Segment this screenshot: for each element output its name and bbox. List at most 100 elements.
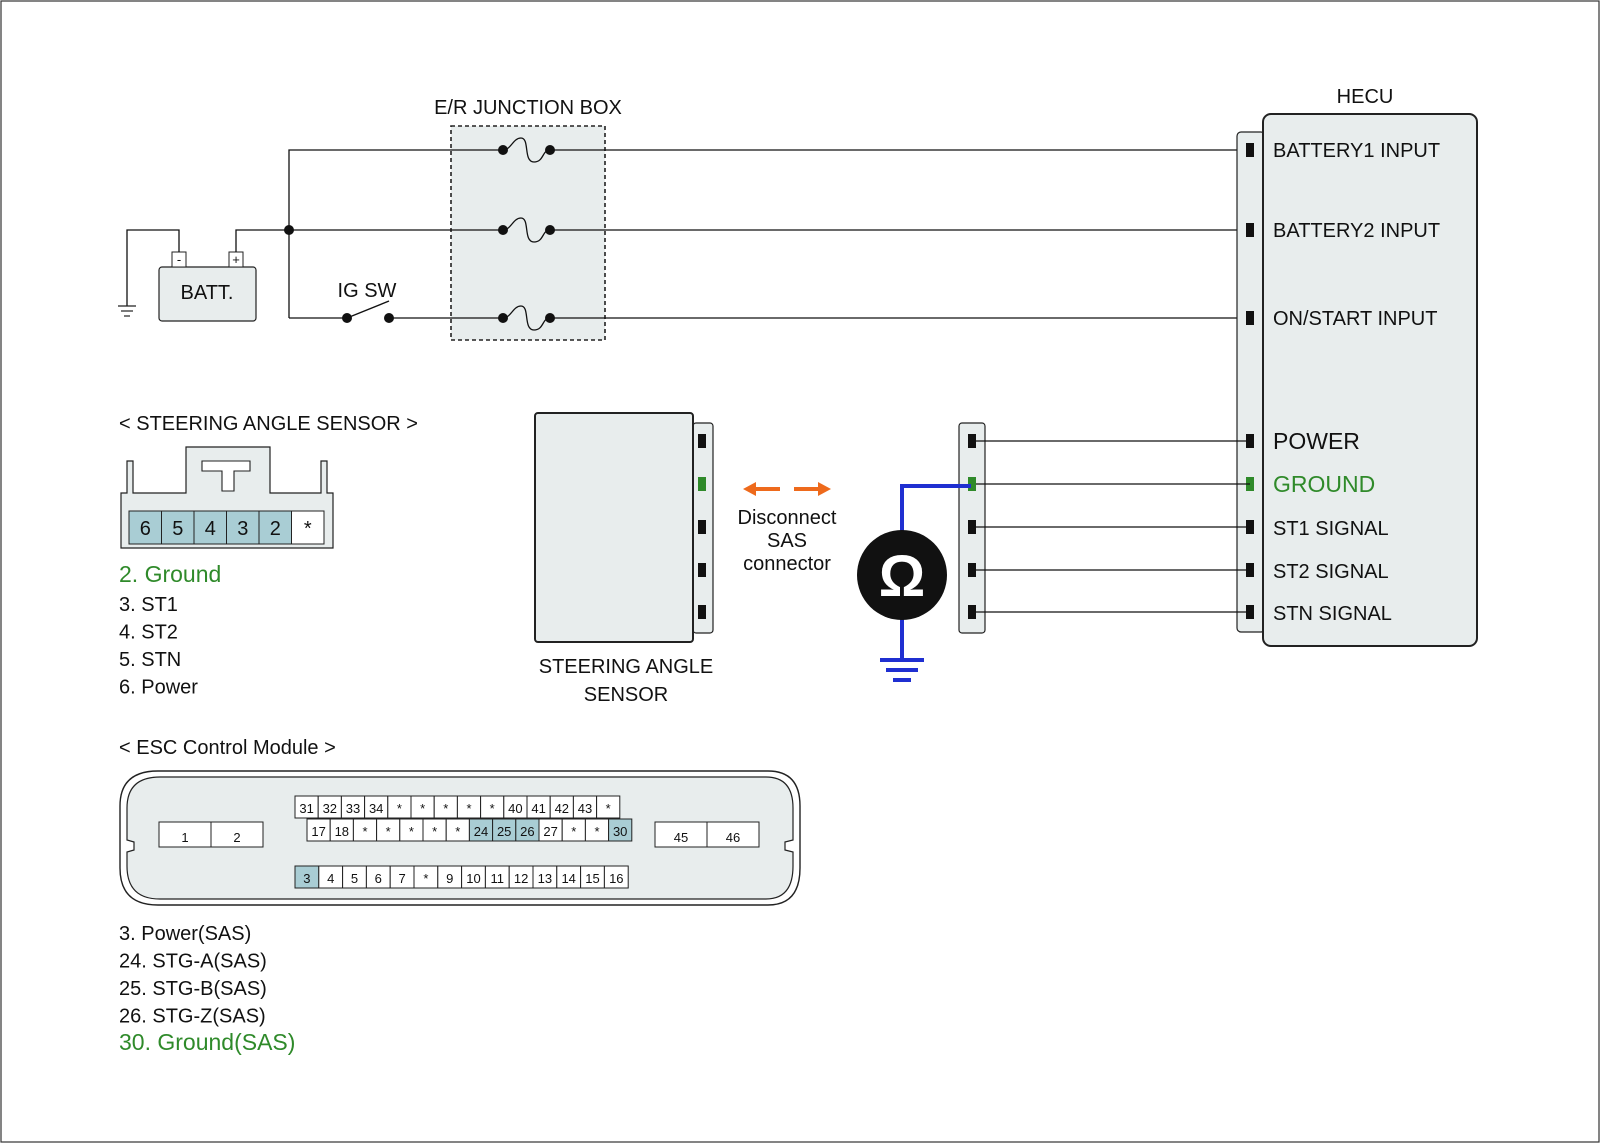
sas-pin-label: 2 — [270, 518, 281, 540]
esc-pin-label: 31 — [299, 801, 313, 816]
sensor-pin — [698, 605, 706, 619]
esc-pin-label: 2 — [233, 830, 240, 845]
hecu-pin — [1246, 311, 1254, 325]
fuse-icon — [502, 137, 551, 163]
hecu-input-label: BATTERY2 INPUT — [1273, 220, 1440, 242]
battery — [158, 266, 257, 322]
esc-pin-label: 43 — [578, 801, 592, 816]
fuse-group — [498, 137, 555, 331]
esc-pin-label: * — [397, 801, 402, 816]
esc-pin-label: 12 — [514, 871, 528, 886]
esc-pin-label: 18 — [335, 824, 349, 839]
sensor-pin — [698, 520, 706, 534]
disconnect-arrows-icon — [743, 482, 831, 496]
hecu-box — [1262, 113, 1478, 647]
esc-pin-label: 25 — [497, 824, 511, 839]
esc-pin-label: * — [423, 871, 428, 886]
sensor-label-line2: SENSOR — [584, 684, 668, 706]
fuse-icon — [502, 305, 551, 331]
esc-pin-label: 16 — [609, 871, 623, 886]
esc-pin-label: 46 — [726, 830, 740, 845]
sas-legend-item: 4. ST2 — [119, 622, 178, 644]
meter-ground-icon — [880, 658, 924, 682]
sas-pin-cell — [161, 510, 195, 545]
fuse-icon — [502, 217, 551, 243]
hecu-signal-label: GROUND — [1273, 471, 1375, 497]
sensor-pin-group — [698, 434, 706, 619]
hecu-signal-label: POWER — [1273, 428, 1360, 454]
esc-pin-label: 4 — [327, 871, 334, 886]
sas-legend-item: 3. ST1 — [119, 594, 178, 616]
hecu-signal-label: ST1 SIGNAL — [1273, 518, 1389, 540]
sas-pin-label: 4 — [205, 518, 216, 540]
sas-pin-cell — [226, 510, 260, 545]
esc-legend-item: 3. Power(SAS) — [119, 923, 251, 945]
esc-legend-item: 24. STG-A(SAS) — [119, 951, 267, 973]
esc-pin-label: 42 — [555, 801, 569, 816]
sas-pin-label: 3 — [237, 518, 248, 540]
esc-pin-label: 45 — [674, 830, 688, 845]
hecu-title: HECU — [1337, 86, 1394, 108]
esc-pin-label: * — [409, 824, 414, 839]
esc-pin-cell — [608, 818, 633, 842]
esc-pin-label: 3 — [303, 871, 310, 886]
esc-pin-label: 10 — [466, 871, 480, 886]
esc-pin-label: 9 — [446, 871, 453, 886]
sas-connector-title: < STEERING ANGLE SENSOR > — [119, 413, 418, 435]
junction-box — [450, 125, 606, 341]
hecu-signal-label: STN SIGNAL — [1273, 603, 1392, 625]
esc-legend-item: 25. STG-B(SAS) — [119, 978, 267, 1000]
esc-legend: 3. Power(SAS) 24. STG-A(SAS) 25. STG-B(SAS… — [119, 923, 295, 1055]
esc-pin-label: 11 — [491, 871, 505, 886]
sensor-label-line1: STEERING ANGLE — [539, 656, 714, 678]
sas-pin-cell — [258, 510, 292, 545]
esc-pin-cell — [596, 795, 621, 819]
esc-pin-label: 5 — [351, 871, 358, 886]
harness-pin — [968, 520, 976, 534]
esc-pin-label: 33 — [346, 801, 360, 816]
sensor-pin — [698, 563, 706, 577]
harness-pin — [968, 563, 976, 577]
harness-pin — [968, 434, 976, 448]
esc-pin-label: 41 — [531, 801, 545, 816]
esc-pin-label: * — [362, 824, 367, 839]
disconnect-note-line2: SAS — [767, 530, 807, 552]
esc-pin-label: * — [594, 824, 599, 839]
esc-pin-label: * — [571, 824, 576, 839]
harness-pin — [968, 605, 976, 619]
sas-pin-cell — [193, 510, 227, 545]
esc-pin-label: 6 — [375, 871, 382, 886]
sas-legend-item: 6. Power — [119, 677, 198, 699]
esc-pin-label: 1 — [181, 830, 188, 845]
sas-pin-label: * — [304, 518, 312, 540]
ig-switch-label: IG SW — [338, 280, 397, 302]
junction-box-label: E/R JUNCTION BOX — [434, 97, 622, 119]
hecu-input-label: ON/START INPUT — [1273, 308, 1437, 330]
sensor-pin — [698, 434, 706, 448]
battery-label: BATT. — [181, 282, 234, 304]
esc-power-pin — [706, 821, 760, 848]
esc-pin-label: * — [606, 801, 611, 816]
esc-pin-label: * — [432, 824, 437, 839]
meter-lead-ground — [900, 484, 971, 535]
battery-plus-sign: + — [232, 252, 240, 267]
esc-pin-label: 27 — [543, 824, 557, 839]
esc-pin-label: 34 — [369, 801, 383, 816]
esc-pin-cell — [603, 865, 629, 889]
esc-pin-label: 17 — [311, 824, 325, 839]
harness-pin — [968, 477, 976, 491]
esc-power-pin — [210, 821, 264, 848]
sas-pin-label: 5 — [172, 518, 183, 540]
esc-pin-label: 15 — [585, 871, 599, 886]
hecu-connector — [1236, 131, 1266, 633]
sas-pin-label: 6 — [140, 518, 151, 540]
disconnect-note-line1: Disconnect — [738, 507, 837, 529]
esc-pin-label: 26 — [520, 824, 534, 839]
signal-wire-group — [968, 434, 1250, 619]
esc-pin-label: * — [455, 824, 460, 839]
